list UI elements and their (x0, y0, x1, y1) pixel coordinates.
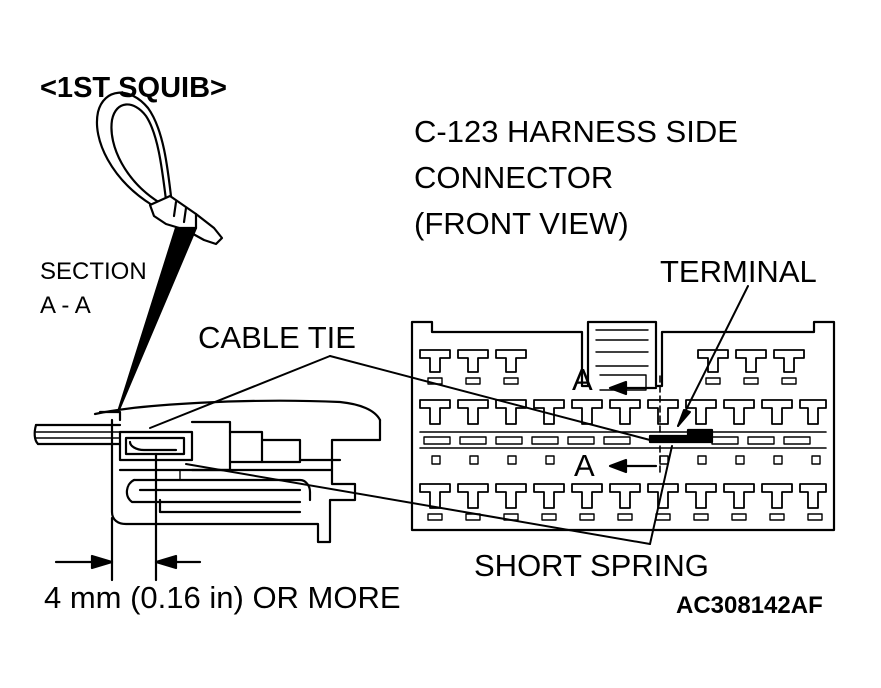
squib-title: <1ST SQUIB> (40, 72, 227, 104)
connector-title-line-2: CONNECTOR (414, 160, 614, 195)
leader-lines (149, 285, 749, 545)
cable-tie-label: CABLE TIE (198, 320, 356, 355)
section-mark-bottom: A (574, 448, 595, 483)
short-spring-label: SHORT SPRING (474, 548, 709, 583)
dimension-label: 4 mm (0.16 in) OR MORE (44, 580, 401, 615)
connector-title-line-3: (FRONT VIEW) (414, 206, 629, 241)
section-a-a-illustration (33, 399, 382, 582)
section-mark-top: A (572, 362, 593, 397)
section-label-line-2: A - A (40, 292, 91, 319)
connector-title-line-1: C-123 HARNESS SIDE (414, 114, 738, 149)
figure-code: AC308142AF (676, 592, 823, 619)
section-label-line-1: SECTION (40, 258, 147, 285)
terminal-label: TERMINAL (660, 254, 817, 289)
connector-front-view-illustration (410, 320, 836, 532)
cable-tie-loop-illustration (95, 91, 224, 414)
